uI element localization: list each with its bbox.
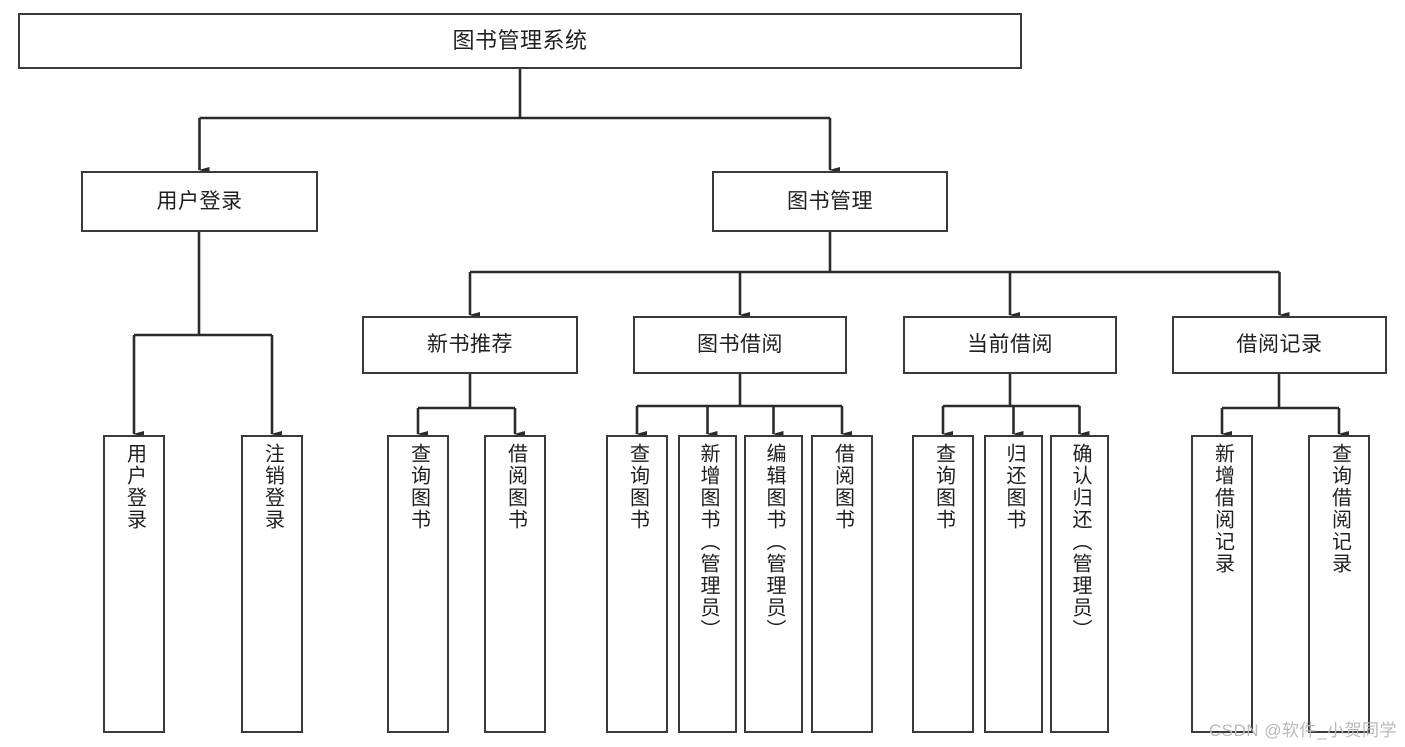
node-l2[interactable]: 注销登录: [241, 435, 303, 733]
node-label-borrow: 图书借阅: [697, 333, 783, 357]
node-label-records: 借阅记录: [1236, 333, 1323, 357]
node-b1[interactable]: 查询图书: [606, 435, 668, 733]
node-label-b2: 新增图书（管理员）: [697, 443, 719, 641]
node-b3[interactable]: 编辑图书（管理员）: [744, 435, 803, 733]
node-n1[interactable]: 查询图书: [387, 435, 449, 733]
node-label-r2: 查询借阅记录: [1328, 443, 1351, 575]
node-current[interactable]: 当前借阅: [903, 316, 1117, 374]
node-c1[interactable]: 查询图书: [912, 435, 974, 733]
node-n2[interactable]: 借阅图书: [484, 435, 546, 733]
node-root[interactable]: 图书管理系统: [18, 13, 1022, 69]
node-label-l1: 用户登录: [123, 443, 146, 531]
node-label-login: 用户登录: [156, 189, 243, 213]
node-login[interactable]: 用户登录: [81, 171, 318, 232]
node-r2[interactable]: 查询借阅记录: [1308, 435, 1370, 733]
node-label-b3: 编辑图书（管理员）: [763, 443, 785, 641]
node-label-c2: 归还图书: [1003, 443, 1025, 531]
node-r1[interactable]: 新增借阅记录: [1191, 435, 1253, 733]
node-label-c1: 查询图书: [932, 443, 955, 531]
node-bookmgmt[interactable]: 图书管理: [712, 171, 948, 232]
node-label-l2: 注销登录: [261, 443, 284, 531]
node-records[interactable]: 借阅记录: [1172, 316, 1387, 374]
node-c2[interactable]: 归还图书: [984, 435, 1043, 733]
watermark-text: CSDN @软件_小贺同学: [1208, 721, 1397, 740]
node-label-current: 当前借阅: [967, 333, 1053, 357]
node-label-r1: 新增借阅记录: [1211, 443, 1234, 575]
node-label-b1: 查询图书: [626, 443, 649, 531]
node-label-newbook: 新书推荐: [427, 333, 513, 357]
node-label-n1: 查询图书: [407, 443, 430, 531]
node-b4[interactable]: 借阅图书: [811, 435, 873, 733]
node-newbook[interactable]: 新书推荐: [362, 316, 578, 374]
node-label-n2: 借阅图书: [504, 443, 527, 531]
node-c3[interactable]: 确认归还（管理员）: [1050, 435, 1109, 733]
node-label-c3: 确认归还（管理员）: [1069, 443, 1091, 641]
node-b2[interactable]: 新增图书（管理员）: [678, 435, 737, 733]
node-l1[interactable]: 用户登录: [103, 435, 165, 733]
node-borrow[interactable]: 图书借阅: [633, 316, 847, 374]
node-label-bookmgmt: 图书管理: [787, 189, 873, 213]
node-label-root: 图书管理系统: [452, 27, 588, 53]
node-label-b4: 借阅图书: [831, 443, 854, 531]
